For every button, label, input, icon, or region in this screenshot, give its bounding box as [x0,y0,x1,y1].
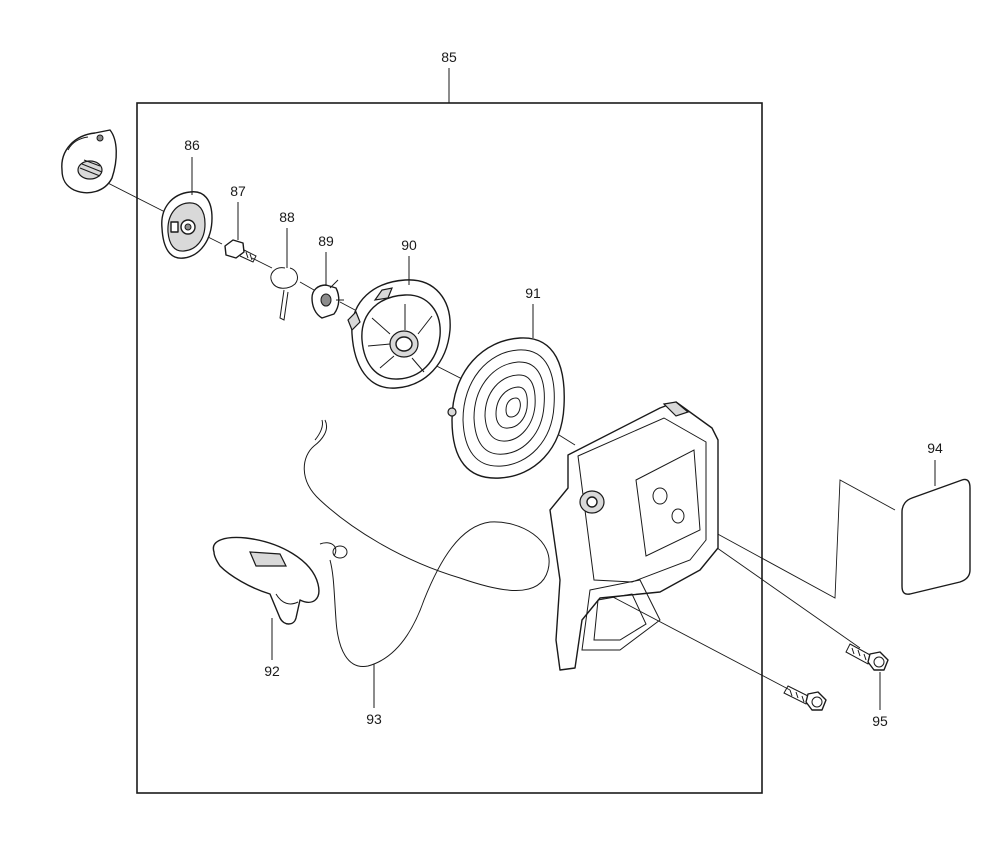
part-89-pawl [311,279,344,319]
label-91: 91 [525,285,541,301]
part-93-starter-rope [303,419,550,667]
label-87: 87 [230,183,246,199]
label-93: 93 [366,711,382,727]
label-85: 85 [441,49,457,65]
label-90: 90 [401,237,417,253]
part-95-bolt-left [783,685,827,711]
label-86: 86 [184,137,200,153]
part-86-starter-cup [161,191,213,259]
part-90-rope-pulley [347,279,451,389]
part-95-bolt-right [845,643,889,671]
label-88: 88 [279,209,295,225]
part-92-starter-handle [212,536,320,625]
flywheel-hub-part [61,129,117,194]
part-94-plate [901,478,971,595]
starter-housing [549,401,719,671]
part-91-recoil-spring [447,337,565,479]
part-88-spring-clip [270,267,298,321]
part-87-screw [224,239,257,263]
label-95: 95 [872,713,888,729]
label-94: 94 [927,440,943,456]
label-92: 92 [264,663,280,679]
label-89: 89 [318,233,334,249]
